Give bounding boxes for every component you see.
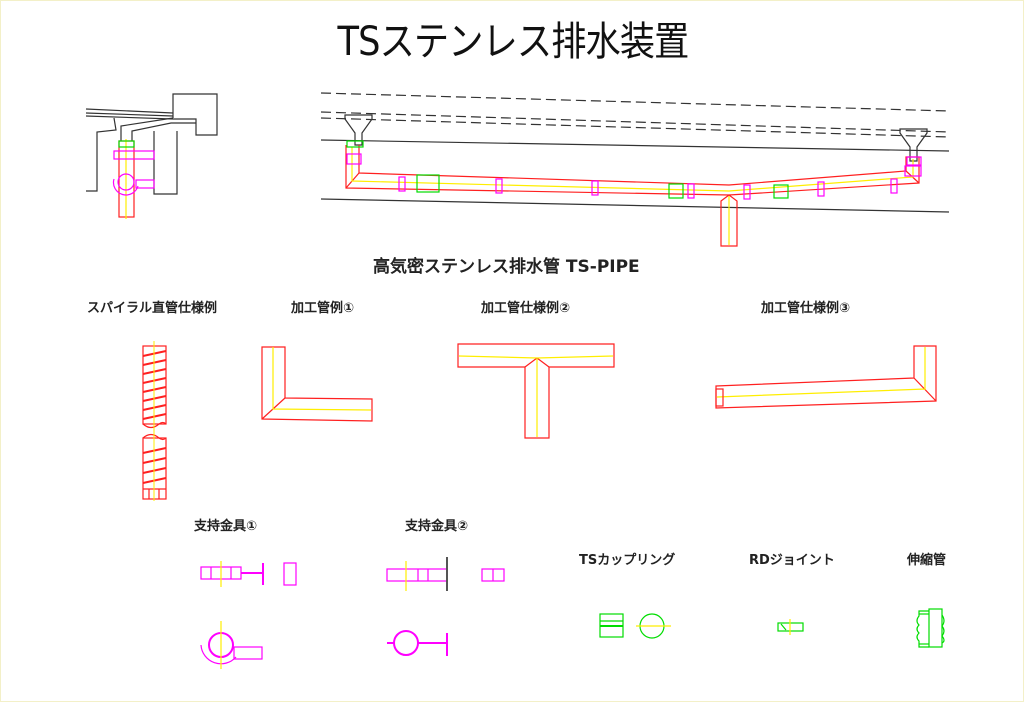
label-rd-joint: RDジョイント — [749, 553, 835, 568]
expansion-pipe-drawing — [916, 608, 945, 648]
label-expansion-pipe: 伸縮管 — [907, 553, 947, 568]
label-processed-pipe-2: 加工管仕様例② — [481, 301, 571, 316]
ts-coupling-drawing — [599, 613, 671, 639]
main-pipe-center — [351, 147, 914, 245]
section-subtitle: 高気密ステンレス排水管 TS-PIPE — [373, 257, 640, 277]
label-support-bracket-2: 支持金具② — [405, 519, 469, 534]
processed-pipe-2-drawing — [457, 343, 615, 439]
label-spiral-pipe: スパイラル直管仕様例 — [87, 301, 218, 316]
support-bracket-2-drawing — [386, 557, 505, 656]
label-processed-pipe-3: 加工管仕様例③ — [761, 301, 851, 316]
label-processed-pipe-1: 加工管例① — [291, 301, 355, 316]
rd-joint-drawing — [777, 619, 804, 635]
processed-pipe-1-drawing — [261, 346, 373, 422]
support-bracket-1-drawing — [200, 561, 297, 669]
spiral-pipe-drawing — [142, 341, 167, 501]
main-pipe-fittings — [346, 140, 922, 200]
label-ts-coupling: TSカップリング — [579, 553, 676, 568]
main-drain-pipe — [345, 145, 920, 247]
main-elevation-structure — [320, 92, 950, 213]
bridge-cross-section — [85, 93, 218, 195]
processed-pipe-3-drawing — [715, 345, 937, 409]
label-support-bracket-1: 支持金具① — [194, 519, 258, 534]
page-title: TSステンレス排水装置 — [337, 19, 690, 65]
bridge-downpipe — [112, 139, 155, 219]
